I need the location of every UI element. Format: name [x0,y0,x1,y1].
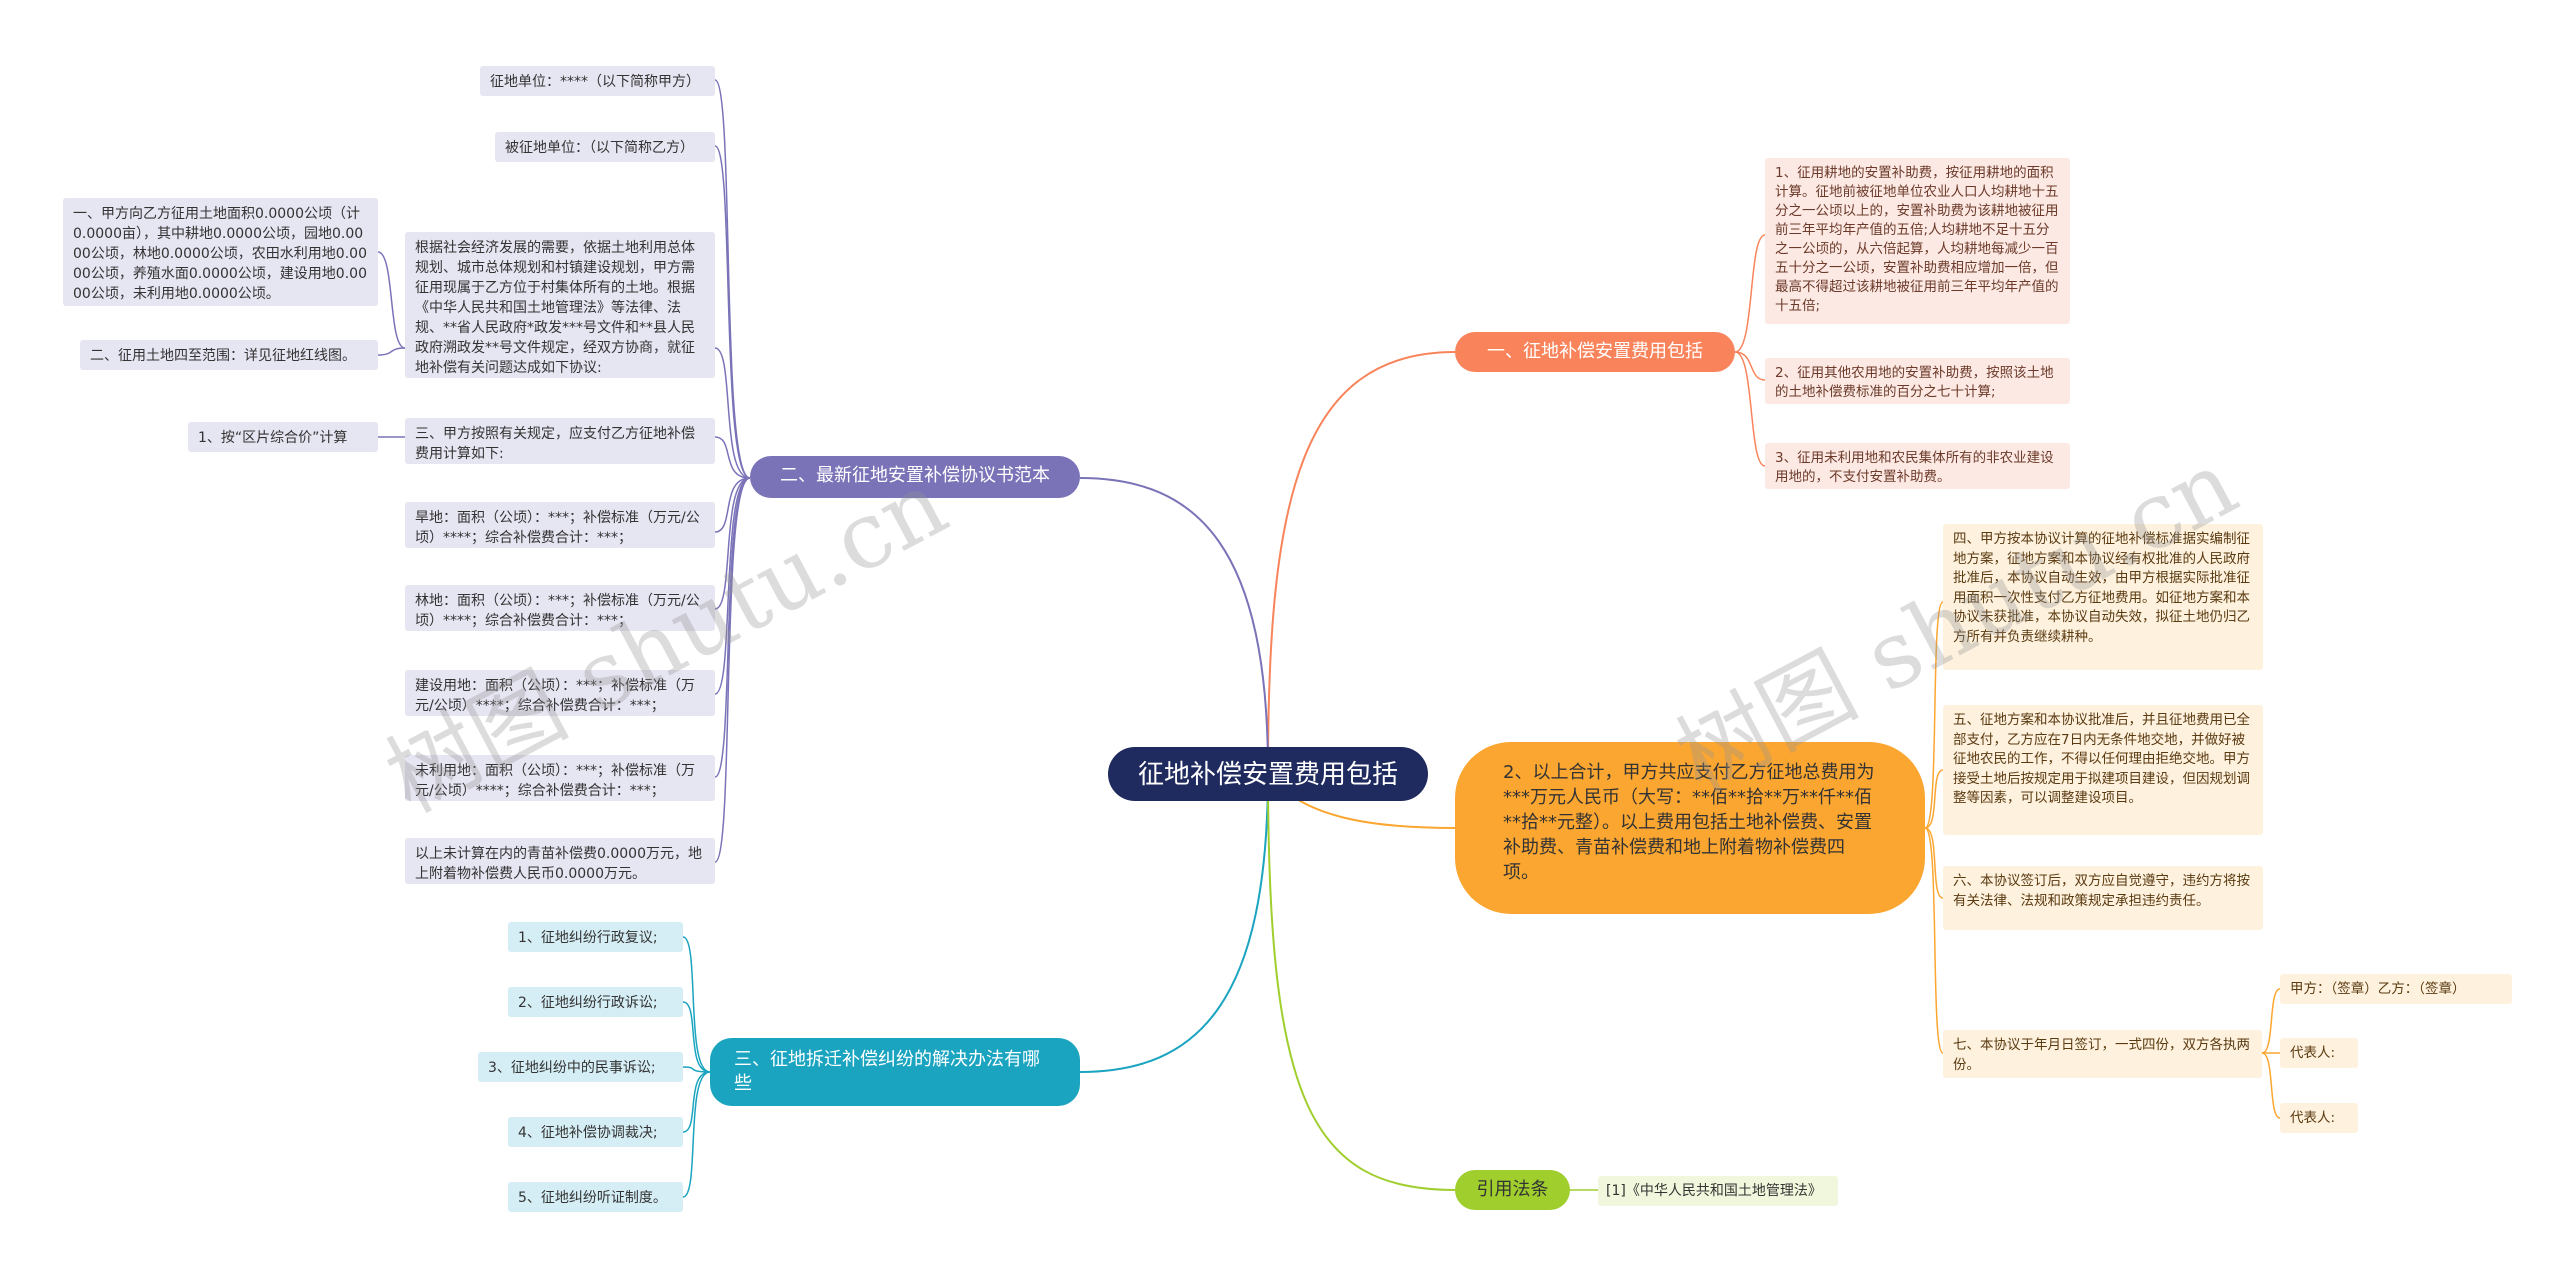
link-center-b1 [1267,351,1456,773]
dispute-item-4[interactable]: 4、征地补偿协调裁决; [508,1117,683,1147]
branch-agreement-template[interactable]: 二、最新征地安置补偿协议书范本 [750,456,1080,498]
agreement-item-dryland[interactable]: 旱地：面积（公顷）：***；补偿标准（万元/公顷）****；综合补偿费合计：**… [405,502,715,548]
signature-parties[interactable]: 甲方：（签章）乙方：（签章） [2280,974,2512,1004]
branch-dispute-resolution[interactable]: 三、征地拆迁补偿纠纷的解决办法有哪些 [710,1038,1080,1106]
dispute-item-2[interactable]: 2、征地纠纷行政诉讼; [508,987,683,1017]
agreement-item-expropriator[interactable]: 征地单位：****（以下简称甲方） [480,66,715,96]
total-item-6[interactable]: 六、本协议签订后，双方应自觉遵守，违约方将按有关法律、法规和政策规定承担违约责任… [1943,866,2263,930]
total-item-5[interactable]: 五、征地方案和本协议批准后，并且征地费用已全部支付，乙方应在7日内无条件地交地，… [1943,705,2263,835]
branch-total-fee[interactable]: 2、以上合计，甲方共应支付乙方征地总费用为***万元人民币（大写：**佰**拾*… [1455,742,1925,914]
signature-representative-1[interactable]: 代表人: [2280,1038,2358,1068]
dispute-item-5[interactable]: 5、征地纠纷听证制度。 [508,1182,683,1212]
signature-representative-2[interactable]: 代表人: [2280,1103,2358,1133]
central-topic[interactable]: 征地补偿安置费用包括 [1108,747,1428,801]
branch-compensation-fees[interactable]: 一、征地补偿安置费用包括 [1455,332,1735,372]
total-item-7[interactable]: 七、本协议于年月日签订，一式四份，双方各执两份。 [1943,1030,2262,1078]
branch-cited-law[interactable]: 引用法条 [1455,1170,1570,1210]
dispute-item-3[interactable]: 3、征地纠纷中的民事诉讼; [478,1052,683,1082]
branch1-item-1[interactable]: 1、征用耕地的安置补助费，按征用耕地的面积计算。征地前被征地单位农业人口人均耕地… [1765,158,2070,324]
cited-law-item[interactable]: [1]《中华人民共和国土地管理法》 [1598,1176,1838,1206]
agreement-item-crops[interactable]: 以上未计算在内的青苗补偿费0.0000万元，地上附着物补偿费人民币0.0000万… [405,838,715,884]
fee-sub-zone-price[interactable]: 1、按“区片综合价”计算 [188,422,378,452]
link-center-b3 [1079,771,1269,1073]
agreement-item-construction[interactable]: 建设用地：面积（公顷）：***；补偿标准（万元/公顷）****；综合补偿费合计：… [405,670,715,716]
agreement-item-preamble[interactable]: 根据社会经济发展的需要，依据土地利用总体规划、城市总体规划和村镇建设规划，甲方需… [405,232,715,378]
branch1-item-3[interactable]: 3、征用未利用地和农民集体所有的非农业建设用地的，不支付安置补助费。 [1765,443,2070,489]
dispute-item-1[interactable]: 1、征地纠纷行政复议; [508,922,683,952]
branch1-item-2[interactable]: 2、征用其他农用地的安置补助费，按照该土地的土地补偿费标准的百分之七十计算; [1765,358,2070,404]
link-center-b5 [1267,771,1456,1191]
link-center-b2 [1079,477,1269,773]
agreement-item-forest[interactable]: 林地：面积（公顷）：***；补偿标准（万元/公顷）****；综合补偿费合计：**… [405,585,715,631]
agreement-item-expropriated[interactable]: 被征地单位：（以下简称乙方） [495,132,715,162]
agreement-sub-boundary[interactable]: 二、征用土地四至范围：详见征地红线图。 [80,340,378,370]
agreement-sub-land-area[interactable]: 一、甲方向乙方征用土地面积0.0000公顷（计0.0000亩），其中耕地0.00… [63,198,378,306]
agreement-item-unused[interactable]: 未利用地：面积（公顷）：***；补偿标准（万元/公顷）****；综合补偿费合计：… [405,755,715,801]
agreement-item-fee-calc[interactable]: 三、甲方按照有关规定，应支付乙方征地补偿费用计算如下: [405,418,715,464]
total-item-4[interactable]: 四、甲方按本协议计算的征地补偿标准据实编制征地方案，征地方案和本协议经有权批准的… [1943,524,2263,670]
